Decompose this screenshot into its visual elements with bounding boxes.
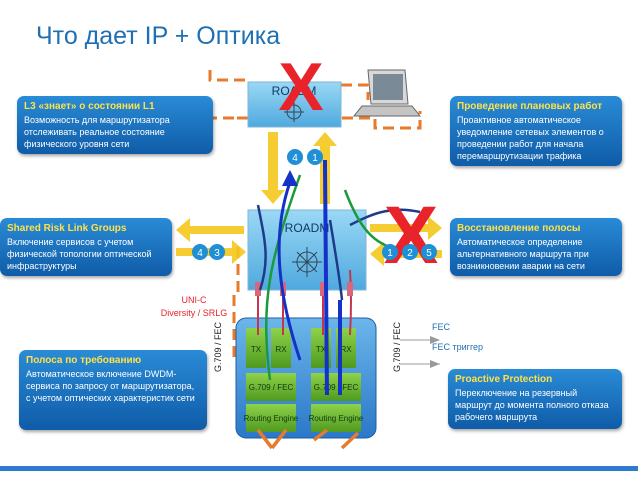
badge-right-2: 2: [407, 248, 413, 259]
g709-module-1: G.709 / FEC: [249, 383, 294, 392]
g709-right-label: G.709 / FEC: [392, 321, 402, 372]
callout-planned: Проведение плановых работ Проактивное ав…: [450, 96, 622, 166]
rx-label-2: RX: [340, 345, 352, 354]
rx-label-1: RX: [275, 345, 287, 354]
badge-left-4: 4: [197, 248, 203, 259]
roadm-middle-label: ROADM: [285, 221, 330, 235]
failure-mark-top: X: [278, 49, 323, 125]
badge-top-1: 1: [312, 153, 318, 164]
arrowhead-fec: [430, 336, 440, 344]
page-title: Что дает IP + Оптика: [36, 22, 281, 50]
failure-mark-right: X: [384, 190, 439, 281]
tx-label-2: TX: [316, 345, 327, 354]
diversity-label: Diversity / SRLG: [161, 308, 228, 318]
routing-engine-1: Routing Engine: [244, 414, 299, 423]
callout-bandwidth: Полоса по требованию Автоматическое вклю…: [19, 350, 207, 430]
tx-label-1: TX: [251, 345, 262, 354]
badge-left-3: 3: [214, 248, 220, 259]
callout-restore: Восстановление полосы Автоматическое опр…: [450, 218, 622, 276]
callout-srlg-title: Shared Risk Link Groups: [7, 223, 127, 234]
callout-planned-body: Проактивное автоматическое уведомление с…: [457, 115, 604, 161]
blue-signal-paths: [323, 159, 342, 396]
callout-bandwidth-title: Полоса по требованию: [26, 355, 142, 366]
badges: [192, 149, 437, 260]
callout-proactive-body: Переключение на резервный маршрут до мом…: [455, 388, 609, 422]
callout-planned-title: Проведение плановых работ: [457, 101, 603, 112]
callout-l3-body: Возможность для маршрутизатора отслежива…: [24, 115, 170, 149]
blue-arrow-up: [277, 170, 302, 361]
routing-engine-2: Routing Engine: [309, 414, 364, 423]
fec-trigger-label: FEC триггер: [432, 342, 483, 352]
callout-restore-title: Восстановление полосы: [457, 223, 581, 234]
callout-proactive-title: Proactive Protection: [455, 374, 553, 385]
g709-module-2: G.709 / FEC: [314, 383, 359, 392]
roadm-top: [247, 81, 342, 128]
arrowhead-fec-trigger: [430, 360, 440, 368]
orange-bottom-links: [256, 428, 360, 450]
callout-srlg: Shared Risk Link Groups Включение сервис…: [0, 218, 172, 276]
callout-restore-body: Автоматическое определение альтернативно…: [457, 237, 589, 271]
roadm-top-label: ROADM: [272, 84, 317, 98]
blue-paths: [256, 204, 421, 301]
badge-right-1: 1: [387, 248, 393, 259]
callout-srlg-body: Включение сервисов с учетом физической т…: [7, 237, 152, 271]
roadm-middle: [247, 209, 367, 291]
callout-bandwidth-body: Автоматическое включение DWDM-сервиса по…: [26, 369, 195, 403]
badge-right-5: 5: [426, 248, 432, 259]
fec-label: FEC: [432, 322, 451, 332]
footer-bar: [0, 466, 638, 471]
callout-l3: L3 «знает» о состоянии L1 Возможность дл…: [17, 96, 213, 154]
callout-l3-title: L3 «знает» о состоянии L1: [24, 101, 155, 112]
callout-proactive: Proactive Protection Переключение на рез…: [448, 369, 622, 429]
laptop-icon: [352, 69, 422, 117]
unic-label: UNI-C: [182, 295, 207, 305]
badge-top-4: 4: [292, 153, 298, 164]
g709-left-label: G.709 / FEC: [213, 321, 223, 372]
